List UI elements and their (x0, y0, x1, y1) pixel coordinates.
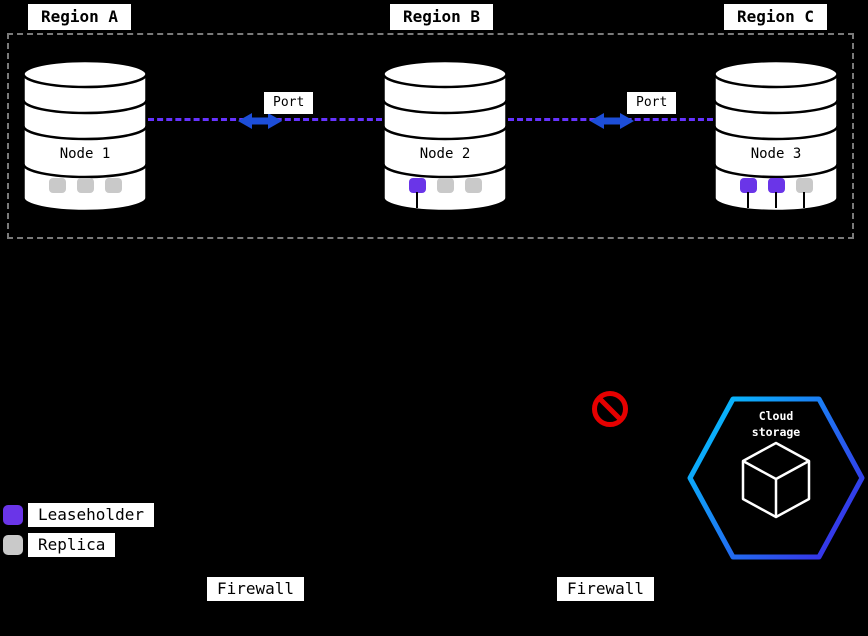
legend-leaseholder-label: Leaseholder (28, 503, 154, 527)
range-connector-stub (747, 192, 749, 208)
node-3-label: Node 3 (750, 146, 802, 162)
replica-marker (436, 178, 454, 193)
node-3-replicas (713, 178, 839, 208)
firewall-label-2: Firewall (557, 577, 655, 601)
range-connector-stub (416, 192, 418, 208)
port-label-2: Port (627, 92, 677, 115)
database-cylinder-icon (382, 60, 508, 212)
firewall-label-1: Firewall (207, 577, 305, 601)
region-a-label: Region A (28, 4, 132, 30)
replica-marker (48, 178, 66, 193)
leaseholder-marker (767, 178, 785, 208)
port-label-1: Port (264, 92, 314, 115)
node-3: Node 3 (713, 60, 839, 212)
database-cylinder-icon (713, 60, 839, 212)
leaseholder-marker (408, 178, 426, 208)
replica-square (104, 178, 122, 193)
replica-square (795, 178, 813, 193)
replica-marker (76, 178, 94, 193)
legend-replica-label: Replica (28, 533, 116, 557)
cloud-storage-label: Cloud storage (751, 409, 801, 439)
replica-square (48, 178, 66, 193)
leaseholder-marker (739, 178, 757, 208)
region-c-label: Region C (724, 4, 828, 30)
region-b-label: Region B (390, 4, 494, 30)
legend-replica-swatch (3, 535, 23, 555)
node-1: Node 1 (22, 60, 148, 212)
database-cylinder-icon (22, 60, 148, 212)
node-2: Node 2 (382, 60, 508, 212)
cloud-storage-hexagon: Cloud storage (686, 394, 866, 562)
node-2-replicas (382, 178, 508, 208)
replica-square (76, 178, 94, 193)
sync-arrow-icon-1 (238, 113, 282, 129)
cluster-boundary (7, 33, 854, 239)
node-1-label: Node 1 (59, 146, 111, 162)
replica-square (464, 178, 482, 193)
leaseholder-square (408, 178, 426, 193)
range-connector-stub (803, 192, 805, 208)
replica-square (436, 178, 454, 193)
prohibition-icon (592, 391, 628, 427)
legend-leaseholder-swatch (3, 505, 23, 525)
replica-marker (795, 178, 813, 208)
node-1-replicas (22, 178, 148, 193)
replica-marker (464, 178, 482, 193)
leaseholder-square (739, 178, 757, 193)
range-connector-stub (775, 192, 777, 208)
leaseholder-square (767, 178, 785, 193)
sync-arrow-icon-2 (590, 113, 634, 129)
node-2-label: Node 2 (419, 146, 471, 162)
replica-marker (104, 178, 122, 193)
cube-icon (741, 441, 811, 519)
